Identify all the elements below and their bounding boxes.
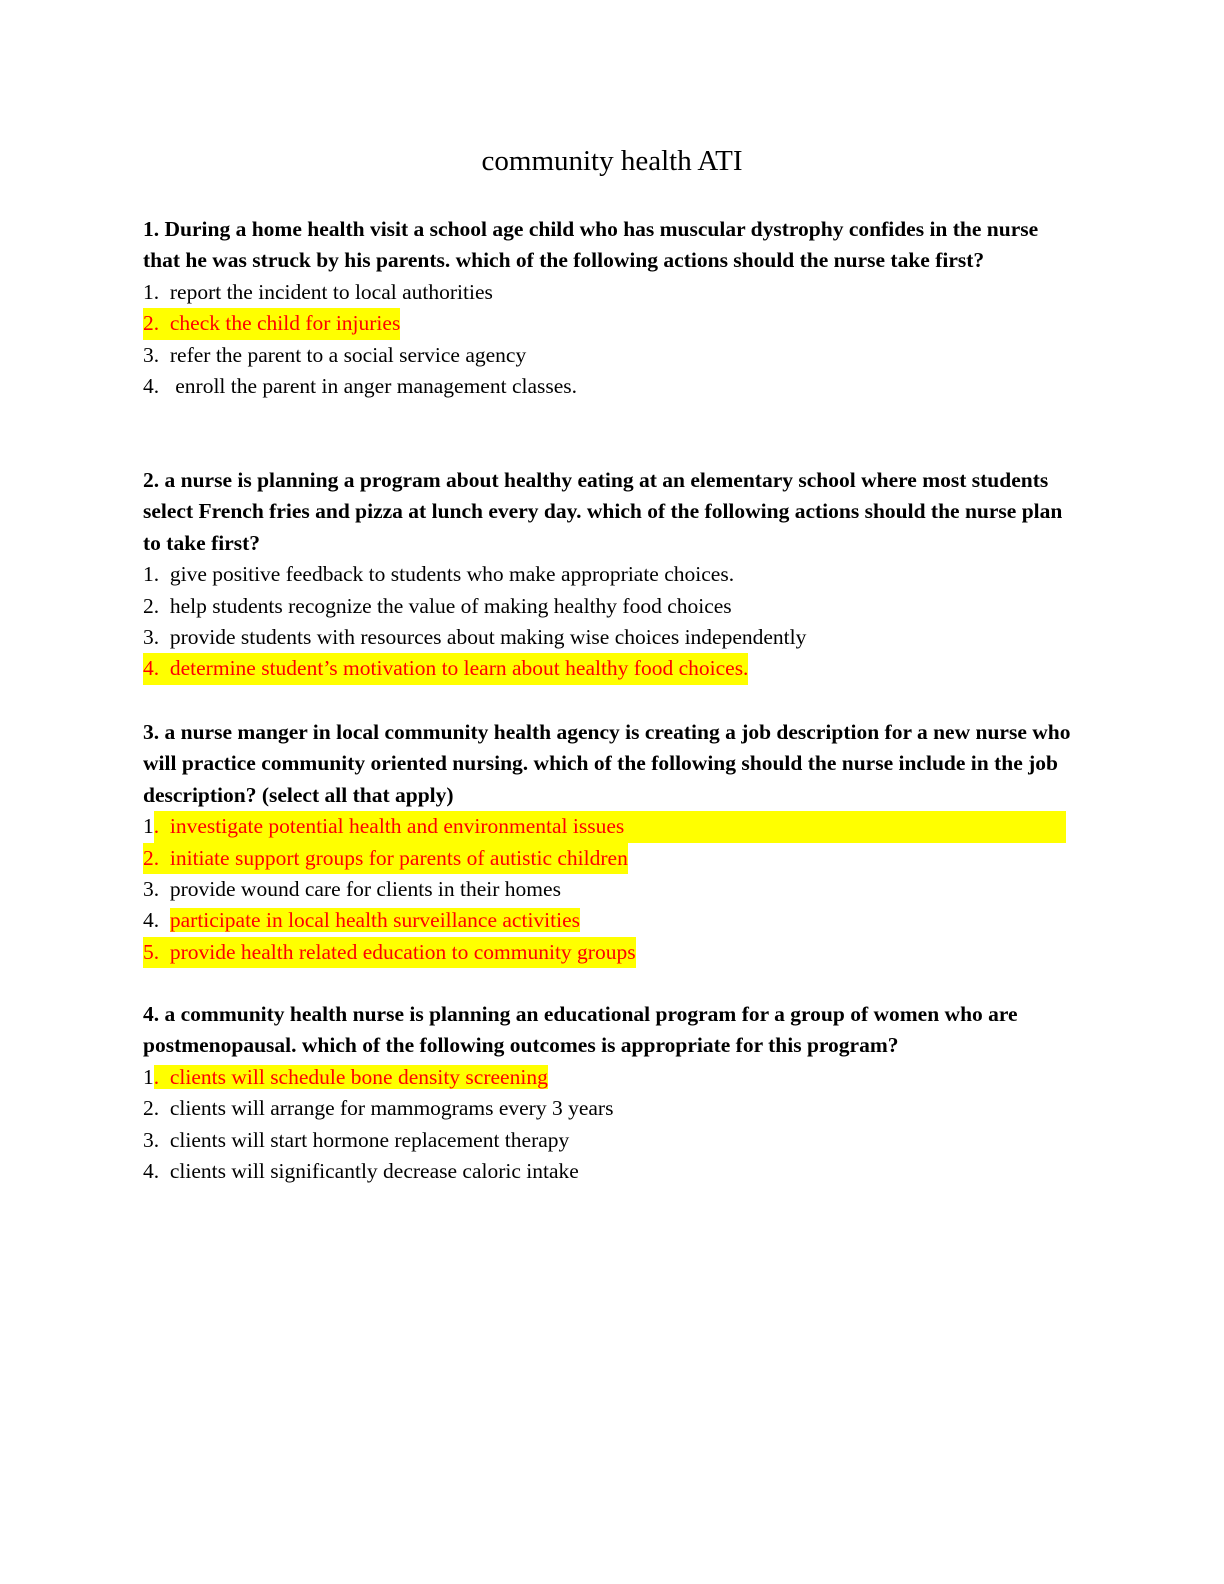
- option-number: 5.: [143, 939, 160, 964]
- answer-option: 1. report the incident to local authorit…: [143, 277, 1078, 308]
- answer-option: 2. clients will arrange for mammograms e…: [143, 1093, 1078, 1124]
- option-number: 2.: [143, 593, 160, 618]
- question-prompt: 3. a nurse manger in local community hea…: [143, 720, 1071, 807]
- option-text: refer the parent to a social service age…: [159, 342, 527, 367]
- answer-option-correct: 4. determine student’s motivation to lea…: [143, 653, 1078, 685]
- option-number: 4.: [143, 1159, 160, 1184]
- option-number: 3.: [143, 877, 160, 902]
- answer-option: 2. help students recognize the value of …: [143, 591, 1078, 622]
- question-prompt: 1. During a home health visit a school a…: [143, 217, 1039, 273]
- option-number: 2.: [143, 311, 160, 336]
- option-number: 1: [143, 814, 154, 839]
- option-number: 1: [143, 1064, 154, 1089]
- answer-option-correct: 2. initiate support groups for parents o…: [143, 842, 1078, 875]
- answer-option-correct: 2. check the child for injuries: [143, 308, 1078, 340]
- option-text: clients will start hormone replacement t…: [159, 1127, 570, 1152]
- question-1: 1. During a home health visit a school a…: [143, 214, 1078, 402]
- answer-option: 4. enroll the parent in anger management…: [143, 371, 1078, 402]
- option-text: . investigate potential health and envir…: [153, 811, 1066, 843]
- option-number: 2.: [143, 845, 160, 870]
- answer-option: 1. give positive feedback to students wh…: [143, 559, 1078, 590]
- question-3: 3. a nurse manger in local community hea…: [143, 717, 1078, 969]
- answer-option: 3. clients will start hormone replacemen…: [143, 1125, 1078, 1156]
- question-prompt: 4. a community health nurse is planning …: [143, 1002, 1018, 1058]
- option-number: 4.: [143, 908, 160, 933]
- question-4: 4. a community health nurse is planning …: [143, 999, 1078, 1187]
- option-text: participate in local health surveillance…: [169, 908, 580, 933]
- answer-option-correct: 1. investigate potential health and envi…: [143, 811, 1078, 843]
- answer-option-correct: 4. participate in local health surveilla…: [143, 905, 1078, 936]
- option-number: 1.: [143, 562, 160, 587]
- option-text: help students recognize the value of mak…: [159, 593, 732, 618]
- option-number: 2.: [143, 1096, 160, 1121]
- option-number: 4.: [143, 656, 160, 681]
- option-text: provide students with resources about ma…: [159, 625, 807, 650]
- option-number: 1.: [143, 279, 160, 304]
- answer-option: 3. provide wound care for clients in the…: [143, 874, 1078, 905]
- option-text: clients will significantly decrease calo…: [159, 1159, 579, 1184]
- document-title: community health ATI: [481, 145, 743, 177]
- question-prompt: 2. a nurse is planning a program about h…: [143, 468, 1063, 555]
- option-text: . clients will schedule bone density scr…: [153, 1064, 548, 1089]
- option-text: give positive feedback to students who m…: [159, 562, 735, 587]
- answer-option: 3. provide students with resources about…: [143, 622, 1078, 653]
- answer-option: 3. refer the parent to a social service …: [143, 340, 1078, 371]
- option-text: provide wound care for clients in their …: [159, 877, 561, 902]
- answer-option-correct: 5. provide health related education to c…: [143, 936, 1078, 969]
- option-text: enroll the parent in anger management cl…: [159, 374, 578, 399]
- option-text: initiate support groups for parents of a…: [159, 845, 628, 870]
- option-text: determine student’s motivation to learn …: [159, 656, 749, 681]
- option-number: 3.: [143, 1127, 160, 1152]
- answer-option: 4. clients will significantly decrease c…: [143, 1156, 1078, 1187]
- option-text: report the incident to local authorities: [159, 279, 493, 304]
- option-number: 3.: [143, 625, 160, 650]
- option-text: check the child for injuries: [159, 311, 401, 336]
- option-text: clients will arrange for mammograms ever…: [159, 1096, 614, 1121]
- answer-option-correct: 1. clients will schedule bone density sc…: [143, 1062, 1078, 1093]
- option-number: 4.: [143, 374, 160, 399]
- option-number: 3.: [143, 342, 160, 367]
- option-text: provide health related education to comm…: [159, 939, 636, 964]
- question-2: 2. a nurse is planning a program about h…: [143, 465, 1078, 685]
